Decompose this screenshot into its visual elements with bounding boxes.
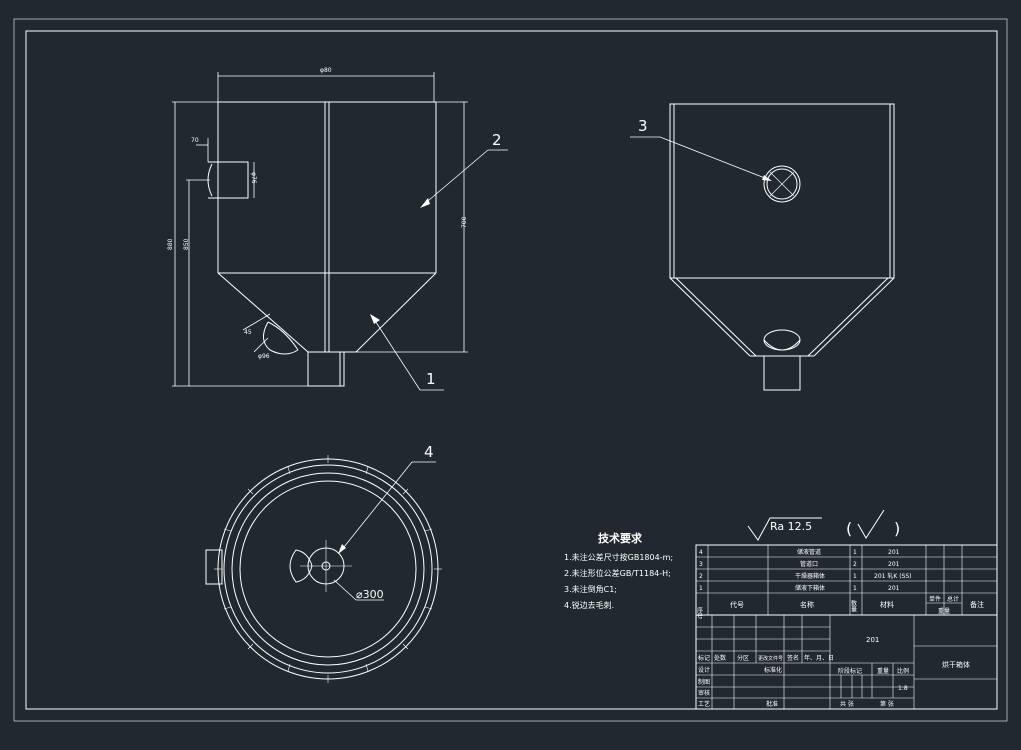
surface-roughness: Ra 12.5 ( ) (747, 509, 900, 541)
tb-scale-value: 1:8 (898, 685, 908, 692)
tb-drafting: 制图 (698, 678, 710, 686)
part-row-qty: 1 (853, 585, 857, 592)
tb-label-count: 处数 (714, 654, 726, 662)
part-row-no: 2 (699, 573, 703, 580)
part-row-material: 201 轧K (SS) (874, 572, 912, 580)
tb-stage-mark: 阶段标记 (838, 667, 862, 675)
part-row-qty: 1 (853, 549, 857, 556)
part-row-qty: 1 (853, 573, 857, 580)
part-row-material: 201 (888, 561, 900, 568)
dim-top-width: φ80 (320, 67, 332, 74)
balloon-3: 3 (638, 117, 648, 135)
part-row-no: 1 (699, 585, 703, 592)
tb-label-change-doc: 更改文件号 (758, 655, 783, 662)
part-row-material: 201 (888, 585, 900, 592)
parts-header-name: 名称 (800, 600, 814, 609)
top-view: ⌀300 4 (205, 443, 442, 683)
dim-bottom-nozzle-2: φ96 (258, 353, 270, 360)
parts-header-weight: 单件 (929, 595, 941, 603)
tb-process: 工艺 (698, 700, 710, 708)
roughness-label: Ra 12.5 (770, 520, 812, 533)
tb-weight: 重量 (877, 667, 889, 675)
dim-bottom-nozzle-1: 45 (244, 329, 252, 336)
parts-list: 4 储液管道 1 201 3 管道口 2 201 2 干燥器箱体 1 201 轧… (695, 544, 998, 620)
tech-req-item-2: 2.未注形位公差GB/T1184-H; (564, 568, 671, 578)
roughness-other-close: ) (894, 519, 900, 538)
part-row-no: 4 (699, 549, 703, 556)
tech-req-title: 技术要求 (598, 531, 643, 545)
outer-border (13, 18, 1008, 722)
part-row-name: 储液下箱体 (795, 584, 825, 592)
tb-scale: 比例 (897, 667, 909, 675)
part-row-name: 管道口 (800, 560, 818, 568)
tb-sheet-no: 第 张 (880, 700, 894, 708)
balloon-1: 1 (426, 370, 436, 388)
part-row-name: 干燥器箱体 (795, 572, 825, 580)
front-view: φ80 70 φ76 880 850 700 (167, 67, 508, 391)
tech-req-item-3: 3.未注倒角C1; (564, 584, 617, 594)
tb-review: 审核 (698, 689, 710, 697)
tb-drawing-name: 烘干箱体 (942, 660, 970, 669)
part-row-name: 储液管道 (797, 548, 821, 556)
dim-nozzle-height: φ76 (250, 172, 257, 184)
top-view-diameter: ⌀300 (356, 588, 384, 601)
parts-header-weight-group: 重量 (938, 607, 950, 615)
parts-header-code: 代号 (730, 600, 744, 609)
dim-left-height: 850 (183, 238, 190, 250)
tech-req-item-1: 1.未注公差尺寸按GB1804-m; (564, 552, 673, 562)
dim-right-height: 700 (461, 216, 468, 228)
roughness-other: ( (846, 519, 852, 538)
tb-label-zone: 分区 (737, 654, 749, 662)
part-row-no: 3 (699, 561, 703, 568)
part-row-qty: 2 (853, 561, 857, 568)
tb-sheet-total: 共 张 (840, 700, 854, 708)
part-row-material: 201 (888, 549, 900, 556)
tb-standardization: 标准化 (764, 666, 782, 674)
tb-approval: 批准 (766, 700, 778, 708)
tb-label-date: 年、月、日 (804, 654, 834, 662)
tech-req-item-4: 4.锐边去毛刺. (564, 600, 614, 610)
technical-requirements: 技术要求 1.未注公差尺寸按GB1804-m; 2.未注形位公差GB/T1184… (564, 531, 673, 610)
title-block: 标记 处数 分区 更改文件号 签名 年、月、日 设计 标准化 制图 审核 工艺 … (695, 614, 998, 710)
balloon-2: 2 (492, 131, 502, 149)
tb-label-sign: 签名 (787, 654, 799, 662)
dim-nozzle-small: 70 (191, 137, 199, 144)
parts-header-qty: 数量 (850, 599, 857, 613)
tb-material: 201 (866, 636, 879, 644)
tb-design: 设计 (698, 666, 710, 674)
parts-header-material: 材料 (880, 600, 894, 609)
parts-header-total: 总计 (947, 595, 959, 603)
dim-total-height: 880 (167, 238, 174, 250)
side-view: 3 (630, 103, 895, 391)
parts-header-no: 序号 (696, 606, 703, 620)
inner-border (25, 30, 998, 710)
balloon-4: 4 (424, 443, 434, 461)
parts-header-remark: 备注 (970, 600, 984, 609)
tb-label-mark: 标记 (698, 654, 710, 662)
